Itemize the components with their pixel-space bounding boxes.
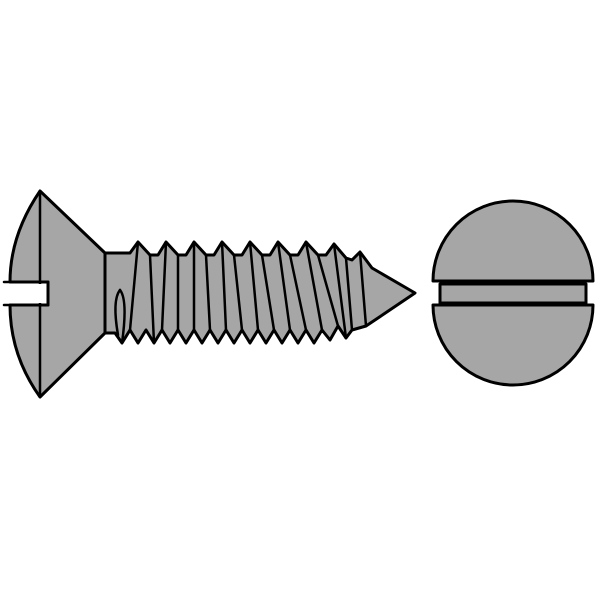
thread-lines: [114, 240, 368, 345]
end-view-top-half: [431, 199, 595, 283]
screw-end-view: [431, 199, 595, 387]
end-view-slot: [438, 282, 588, 305]
screw-side-view: [2, 189, 417, 399]
end-view-bottom-half: [431, 303, 595, 387]
head-slot: [4, 284, 46, 303]
